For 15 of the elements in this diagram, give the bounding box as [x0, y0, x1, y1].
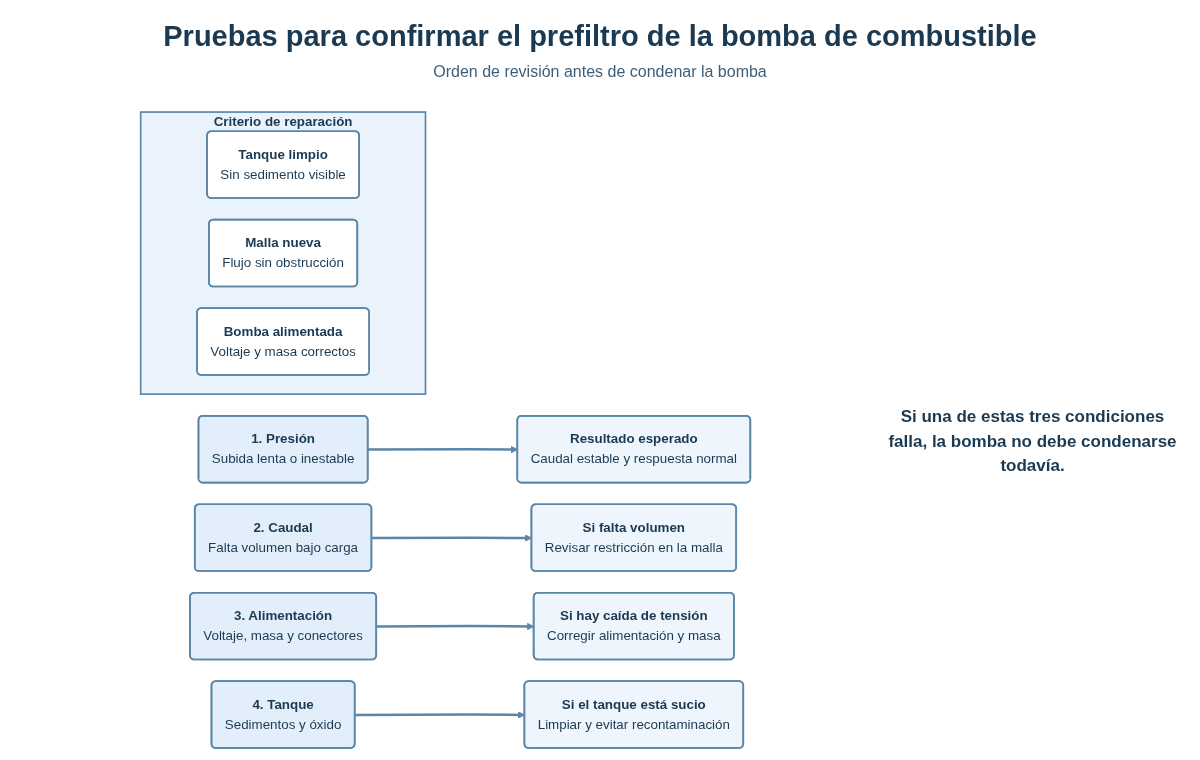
process-box: Malla nueva Flujo sin obstrucción: [207, 218, 358, 288]
process-box: 3. Alimentación Voltaje, masa y conectores: [188, 591, 377, 661]
process-box: 1. Presión Subida lenta o inestable: [197, 414, 369, 484]
process-box: 2. Caudal Falta volumen bajo carga: [193, 503, 372, 572]
title: Pruebas para confirmar el prefiltro de la bomba de combustible: [163, 20, 1037, 53]
process-box: Si el tanque está sucio Limpiar y evitar recontaminación: [523, 680, 744, 749]
process-box: 4. Tanque Sedimentos y óxido: [210, 680, 356, 749]
process-box: Bomba alimentada Voltaje y masa correctos: [195, 307, 370, 376]
process-box: Tanque limpio Sin sedimento visible: [205, 130, 360, 199]
subtitle: Orden de revisión antes de condenar la bomba: [433, 63, 767, 81]
note-text: Si una de estas tres condiciones falla, la bomba no debe condenarse todavía.: [887, 406, 1178, 478]
process-box: Si hay caída de tensión Corregir alimentación y masa: [532, 591, 735, 661]
process-box: Resultado esperado Caudal estable y respuesta normal: [515, 414, 751, 484]
process-box: Si falta volumen Revisar restricción en la malla: [530, 503, 737, 572]
arrow: [376, 622, 534, 631]
